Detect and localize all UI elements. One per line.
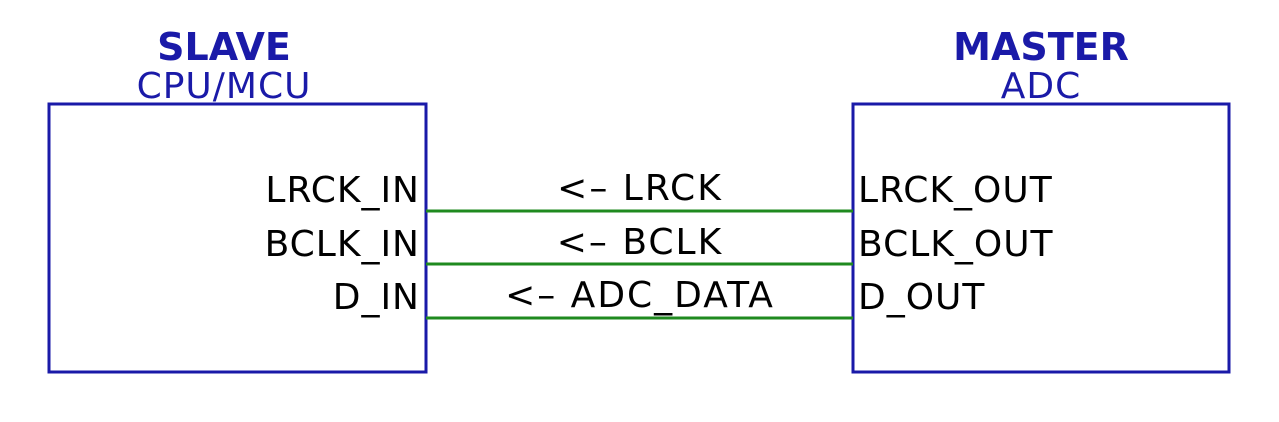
master-pin-data: D_OUT <box>858 277 985 318</box>
master-pin-bclk: BCLK_OUT <box>858 224 1054 265</box>
slave-pin-bclk: BCLK_IN <box>265 224 420 265</box>
slave-subtitle: CPU/MCU <box>137 66 312 107</box>
master-title: MASTER <box>953 25 1129 69</box>
slave-pin-lrck: LRCK_IN <box>265 170 420 211</box>
signal-label-bclk: <– BCLK <box>557 222 723 263</box>
master-box <box>851 102 1231 374</box>
slave-block: SLAVE CPU/MCU LRCK_IN BCLK_IN D_IN <box>47 25 428 374</box>
slave-title: SLAVE <box>157 25 291 69</box>
master-subtitle: ADC <box>1001 66 1081 107</box>
signal-labels: <– LRCK <– BCLK <– ADC_DATA <box>505 168 775 316</box>
signal-label-data: <– ADC_DATA <box>505 275 775 316</box>
signal-label-lrck: <– LRCK <box>557 168 723 209</box>
master-pin-lrck: LRCK_OUT <box>858 170 1053 211</box>
slave-pin-data: D_IN <box>333 277 420 318</box>
slave-box <box>47 102 428 374</box>
signal-wires <box>426 209 853 320</box>
master-block: MASTER ADC LRCK_OUT BCLK_OUT D_OUT <box>851 25 1231 374</box>
